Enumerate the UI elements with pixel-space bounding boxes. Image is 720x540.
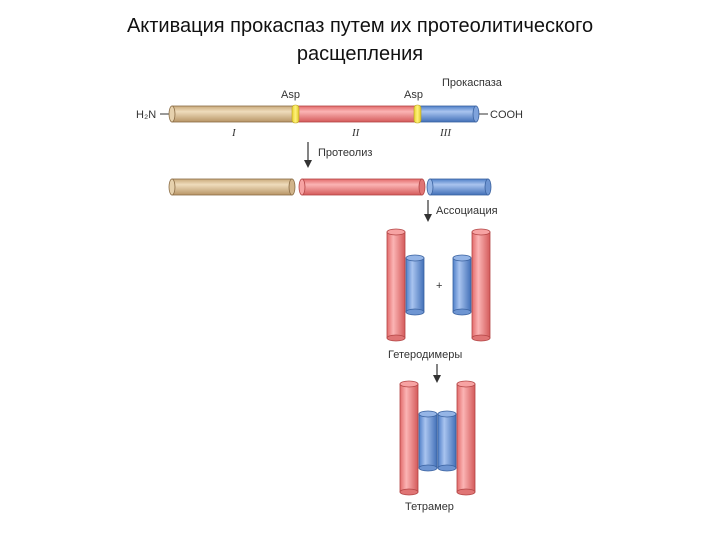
slide-title-line-2: расщепления (296, 43, 424, 65)
large-subunit-fragment (298, 178, 426, 196)
large-subunit-cylinder (471, 231, 491, 339)
large-subunit-segment (297, 105, 419, 123)
cleavage-site-2-marker (413, 104, 422, 124)
prodomain-cap (168, 105, 176, 123)
proteolysis-label: Протеолиз (318, 147, 372, 159)
tetramer-arrow (433, 364, 441, 383)
proteolysis-arrow (304, 142, 312, 168)
slide-title: Активация прокаспаз путем их протеолитич… (40, 12, 680, 68)
domain-2-label: II (351, 127, 361, 139)
association-label: Ассоциация (436, 205, 498, 217)
c-terminus-label: COOH (490, 109, 523, 121)
cleavage-site-2-label: Asp (404, 89, 423, 101)
cleavage-site-1-marker (291, 104, 300, 124)
large-subunit-cylinder (386, 231, 406, 339)
prodomain-fragment (168, 178, 296, 196)
heterodimer-right (452, 228, 491, 342)
prodomain-segment (171, 105, 297, 123)
domain-1-label: I (231, 127, 237, 139)
procaspase-label: Прокаспаза (442, 77, 503, 89)
cleavage-site-1-label: Asp (281, 89, 300, 101)
slide-title-line-1: Активация прокаспаз путем их протеолитич… (126, 15, 594, 37)
domain-3-label: III (439, 127, 452, 139)
heterodimers-label: Гетеродимеры (388, 349, 462, 361)
small-subunit-cylinder (418, 413, 438, 469)
n-terminus-label: H₂N (136, 109, 156, 121)
large-subunit-cylinder (456, 383, 476, 493)
tetramer (399, 380, 476, 496)
small-subunit-cap (472, 105, 480, 123)
procaspase-chain (168, 104, 480, 124)
small-subunit-cylinder (452, 257, 472, 313)
large-subunit-cylinder (399, 383, 419, 493)
small-subunit-fragment (426, 178, 492, 196)
heterodimer-left (386, 228, 425, 342)
small-subunit-segment (419, 105, 477, 123)
small-subunit-cylinder (437, 413, 457, 469)
association-arrow (424, 200, 432, 222)
tetramer-label: Тетрамер (405, 501, 454, 513)
plus-sign: + (436, 280, 442, 292)
cleaved-fragments (168, 178, 492, 196)
small-subunit-cylinder (405, 257, 425, 313)
